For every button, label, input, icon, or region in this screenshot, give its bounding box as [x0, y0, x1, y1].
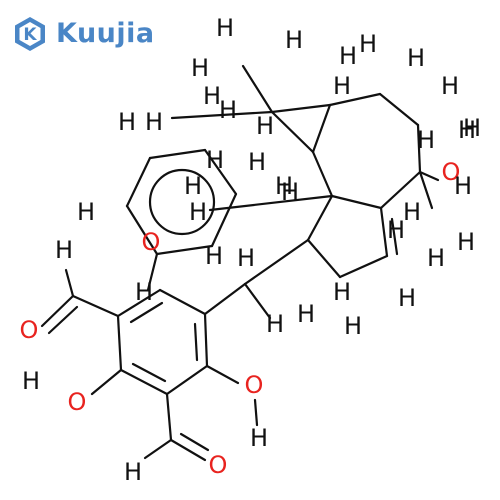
hydrogen-label: H — [403, 198, 421, 226]
oxygen-label: O — [20, 316, 39, 344]
hydrogen-label: H — [344, 312, 362, 340]
hydrogen-label: H — [297, 300, 315, 328]
kuujia-logo: K Kuujia — [12, 12, 162, 56]
hydrogen-label: H — [256, 112, 274, 140]
hydrogen-label: H — [191, 54, 209, 82]
hydrogen-label: H — [216, 14, 234, 42]
hydrogen-label: H — [407, 44, 425, 72]
hydrogen-label: H — [285, 26, 303, 54]
hydrogen-label: H — [281, 178, 299, 206]
hydrogen-label: H — [441, 72, 459, 100]
hydrogen-label: H — [22, 367, 40, 395]
hydrogen-label: H — [417, 126, 435, 154]
atom-labels: H H H H H H H H H H H H H H H H H H O H … — [20, 14, 481, 486]
kuujia-logo-icon: K — [15, 17, 45, 51]
kuujia-logo-mark-letter: K — [23, 25, 37, 45]
hydrogen-label: H — [333, 278, 351, 306]
hydrogen-label: H — [135, 278, 153, 306]
hydrogen-label: H — [219, 96, 237, 124]
hydrogen-label: H — [458, 116, 476, 144]
hydrogen-label: H — [189, 198, 207, 226]
oxygen-label: O — [442, 158, 461, 186]
hydrogen-label: H — [77, 198, 95, 226]
hydrogen-label: H — [454, 172, 472, 200]
hydrogen-label: H — [275, 172, 293, 200]
hydrogen-label: H — [118, 108, 136, 136]
oxygen-label: O — [209, 451, 228, 479]
hydrogen-label: H — [266, 310, 284, 338]
oxygen-label: O — [68, 388, 87, 416]
hydrogen-label: H — [463, 114, 481, 142]
hydrogen-label: H — [398, 284, 416, 312]
hydrogen-label: H — [457, 228, 475, 256]
hydrogen-label: H — [237, 244, 255, 272]
hydrogen-label: H — [248, 148, 266, 176]
hydrogen-label: H — [124, 458, 142, 486]
bond-lines — [40, 64, 440, 462]
hydrogen-label: H — [145, 108, 163, 136]
hydrogen-label: H — [427, 244, 445, 272]
hydrogen-label: H — [184, 172, 202, 200]
hydrogen-label: H — [339, 42, 357, 70]
hydrogen-label: H — [205, 242, 223, 270]
kuujia-logo-text: Kuujia — [56, 18, 155, 49]
hydrogen-label: H — [203, 82, 221, 110]
hydrogen-label: H — [359, 30, 377, 58]
hydrogen-label: H — [250, 424, 268, 452]
hydrogen-label: H — [387, 216, 405, 244]
hydrogen-label: H — [55, 236, 73, 264]
oxygen-label: O — [245, 371, 264, 399]
hydrogen-label: H — [333, 72, 351, 100]
hydrogen-label: H — [206, 146, 224, 174]
oxygen-label: O — [142, 228, 161, 256]
